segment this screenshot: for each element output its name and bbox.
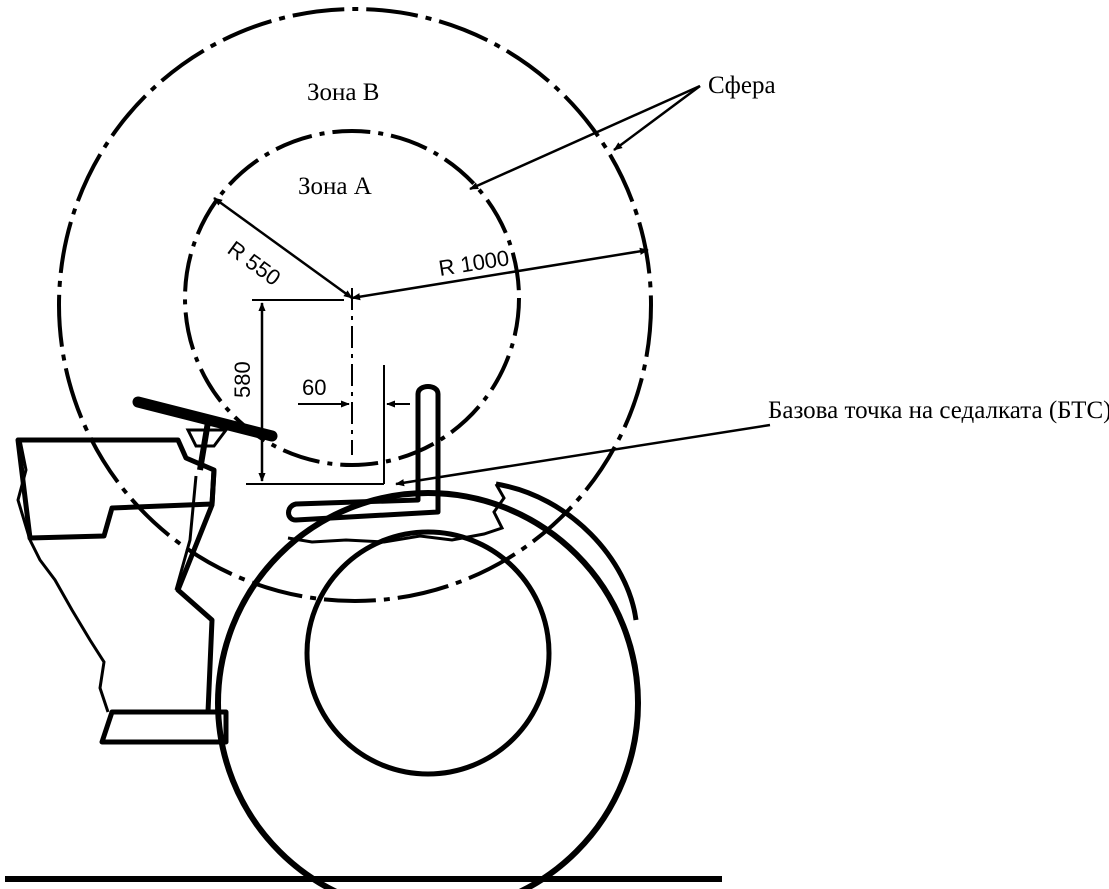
r-1000-label: R 1000 — [437, 245, 511, 281]
outer-sphere-circle — [57, 7, 653, 603]
tractor-body-outline — [15, 437, 217, 541]
radius-550-line — [213, 196, 353, 300]
tractor-lower-chassis — [99, 709, 229, 745]
radius-1000-line — [351, 247, 649, 301]
zone-b-label: Зона B — [307, 79, 379, 106]
dim-580-label: 580 — [230, 361, 255, 398]
sphere-leader-inner — [469, 84, 701, 191]
steering-wheel — [132, 396, 278, 442]
tractor-firewall-inner — [174, 475, 198, 591]
sip-leader — [395, 423, 771, 487]
tractor-front-break-line — [16, 439, 110, 713]
fender-line — [495, 481, 639, 621]
steering-hub — [185, 428, 229, 448]
sphere-leader-outer — [613, 84, 701, 152]
rear-tyre-outer — [215, 490, 641, 889]
zone-a-label: Зона A — [298, 173, 372, 200]
rear-wheel-rim — [304, 529, 552, 777]
tractor-firewall — [175, 469, 217, 713]
seat-profile — [286, 384, 441, 523]
sphere-label: Сфера — [708, 72, 776, 99]
dim-60-label: 60 — [302, 375, 326, 400]
sip-label: Базова точка на седалката (БТС) — [768, 397, 1109, 424]
